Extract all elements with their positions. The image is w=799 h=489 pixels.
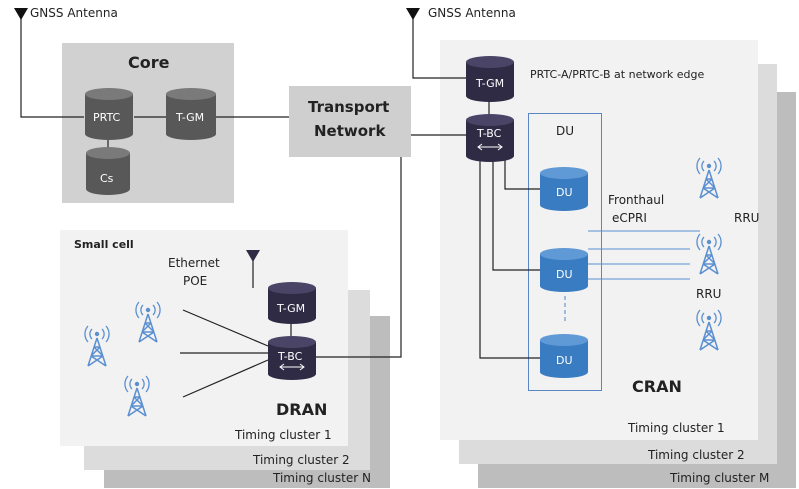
- core-title: Core: [128, 53, 170, 72]
- gnss-antenna-left-label: GNSS Antenna: [30, 6, 118, 20]
- du-2-label: DU: [556, 268, 573, 281]
- dran-cluster-n-label: Timing cluster N: [273, 471, 371, 485]
- transport-label-line1: Transport: [308, 98, 390, 116]
- du-3-label: DU: [556, 354, 573, 367]
- cran-tgm-label: T-GM: [476, 77, 505, 90]
- small-cell-tower-3-icon: [124, 375, 150, 417]
- sc-ant3-link: [182, 359, 269, 398]
- prtc-label: PRTC: [93, 111, 121, 124]
- gnss-left-link: [20, 18, 84, 118]
- tbc-du2-link: [492, 155, 540, 271]
- sc-tbc-label: T-BC: [278, 350, 303, 363]
- cs-label: Cs: [100, 172, 114, 185]
- rru-label-2: RRU: [696, 287, 722, 301]
- cran-cluster-1-label: Timing cluster 1: [628, 421, 725, 435]
- gnss-antenna-right-icon: [406, 8, 420, 20]
- poe-label: POE: [183, 274, 208, 288]
- du-1-cylinder-icon: [540, 167, 588, 211]
- rru-tower-1-icon: [696, 157, 722, 199]
- rru-label-1: RRU: [734, 211, 760, 225]
- du-group-box: [528, 113, 602, 391]
- ethernet-label: Ethernet: [168, 256, 220, 270]
- cran-tbc-label: T-BC: [477, 127, 502, 140]
- dran-title: DRAN: [276, 400, 328, 419]
- cran-edge-note: PRTC-A/PRTC-B at network edge: [530, 68, 705, 81]
- sc-ant1-link: [182, 309, 269, 347]
- du-2-cylinder-icon: [540, 248, 588, 292]
- dran-cluster-2-label: Timing cluster 2: [253, 453, 350, 467]
- cs-cylinder-icon: [86, 147, 130, 195]
- dran-cluster-1-label: Timing cluster 1: [235, 428, 332, 442]
- cran-tgm-cylinder-icon: [466, 56, 514, 102]
- du-1-label: DU: [556, 186, 573, 199]
- prtc-cylinder-icon: [85, 88, 133, 140]
- small-cell-antenna-icon: [246, 250, 260, 262]
- small-cell-title: Small cell: [74, 238, 134, 251]
- tbc-du1-link: [504, 155, 540, 190]
- core-tgm-cylinder-icon: [166, 88, 216, 140]
- cran-cluster-m-label: Timing cluster M: [670, 471, 770, 485]
- tbc-du3-link: [479, 155, 540, 359]
- transport-dran-link: [315, 157, 402, 358]
- small-cell-tower-2-icon: [84, 325, 110, 367]
- ecpri-label: eCPRI: [612, 211, 647, 225]
- transport-network-box: [289, 86, 411, 157]
- du-group-label: DU: [556, 124, 575, 138]
- cran-tbc-cylinder-icon: [466, 114, 514, 162]
- small-cell-tower-1-icon: [135, 301, 161, 343]
- cran-cluster-2-label: Timing cluster 2: [648, 448, 745, 462]
- gnss-antenna-right-label: GNSS Antenna: [428, 6, 516, 20]
- rru-tower-3-icon: [696, 309, 722, 351]
- rru-tower-2-icon: [696, 233, 722, 275]
- core-tgm-label: T-GM: [176, 111, 205, 124]
- sc-tgm-cylinder-icon: [268, 282, 316, 324]
- fronthaul-label: Fronthaul: [608, 193, 665, 207]
- sc-tgm-label: T-GM: [277, 302, 306, 315]
- gnss-antenna-left-icon: [14, 8, 28, 20]
- gnss-right-link: [412, 18, 466, 79]
- cran-title: CRAN: [632, 377, 682, 396]
- transport-label-line2: Network: [314, 122, 386, 140]
- sc-tbc-cylinder-icon: [268, 336, 316, 380]
- du-3-cylinder-icon: [540, 334, 588, 378]
